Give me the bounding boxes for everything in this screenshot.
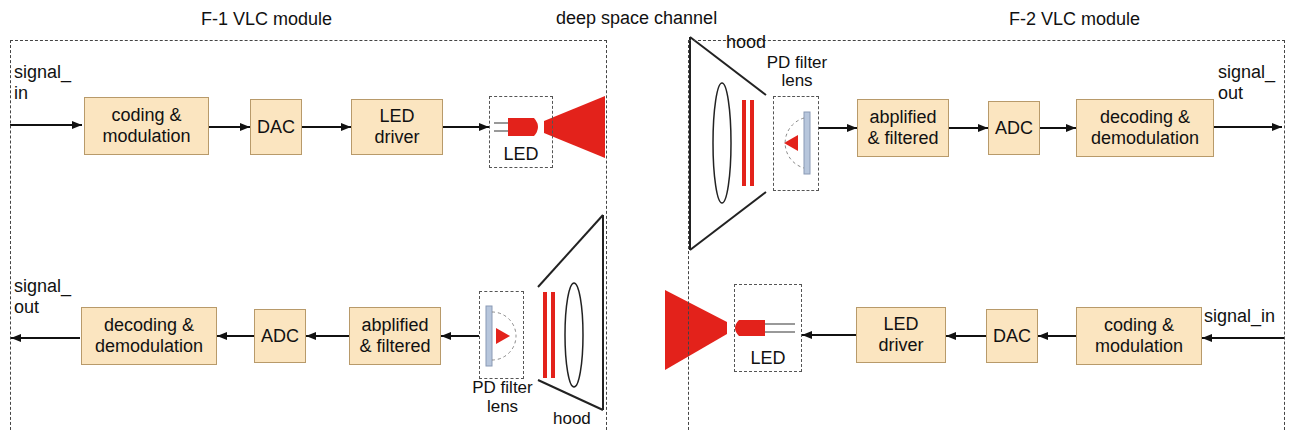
box-label: LED driver xyxy=(861,314,941,355)
box-label: coding & modulation xyxy=(89,105,204,146)
box-label: DAC xyxy=(993,326,1031,347)
signal-arrow xyxy=(10,124,82,126)
signal-connector xyxy=(441,335,479,337)
component-label: LED xyxy=(490,144,552,165)
process-box: coding & modulation xyxy=(1076,307,1202,365)
module-region: F-2 VLC modulePD filter lensabplified & … xyxy=(688,40,1285,430)
process-box: ADC xyxy=(254,309,306,363)
signal-label: signal_ out xyxy=(1218,62,1282,103)
process-box: LED driver xyxy=(856,307,946,363)
signal-connector xyxy=(302,126,351,128)
process-box: DAC xyxy=(986,309,1038,363)
box-label: decoding & demodulation xyxy=(86,315,212,356)
process-box: ADC xyxy=(988,101,1040,155)
module-title: F-1 VLC module xyxy=(201,9,332,30)
signal-arrow xyxy=(11,337,80,339)
photodiode-box: PD filter lens xyxy=(773,96,819,191)
signal-connector xyxy=(1040,127,1076,129)
box-label: LED driver xyxy=(356,106,438,147)
process-box: decoding & demodulation xyxy=(81,307,217,365)
signal-connector xyxy=(306,335,349,337)
signal-label: signal_in xyxy=(1204,306,1275,327)
module-title: F-2 VLC module xyxy=(1009,9,1140,30)
part-label: hood xyxy=(553,409,591,429)
part-label: hood xyxy=(726,32,766,53)
box-label: ADC xyxy=(261,326,299,347)
signal-connector xyxy=(819,127,857,129)
box-label: coding & modulation xyxy=(1081,315,1197,356)
box-label: abplified & filtered xyxy=(862,107,944,148)
box-label: abplified & filtered xyxy=(354,315,436,356)
signal-connector xyxy=(802,334,856,336)
process-box: coding & modulation xyxy=(84,97,209,155)
component-label: PD filter lens xyxy=(755,54,839,91)
signal-label: signal_ out xyxy=(14,276,76,317)
box-label: DAC xyxy=(257,117,295,138)
led-box: LED xyxy=(734,284,802,372)
signal-connector xyxy=(949,127,988,129)
signal-connector xyxy=(209,126,250,128)
module-region: F-1 VLC modulecoding & modulationDACLED … xyxy=(10,40,607,430)
component-label: LED xyxy=(735,348,801,369)
process-box: abplified & filtered xyxy=(857,99,949,157)
signal-connector xyxy=(217,335,254,337)
signal-label: signal_ in xyxy=(14,62,76,103)
component-label: PD filter lens xyxy=(461,379,545,416)
process-box: decoding & demodulation xyxy=(1076,99,1214,157)
signal-connector xyxy=(443,126,489,128)
process-box: DAC xyxy=(250,99,302,155)
signal-arrow xyxy=(1202,337,1284,339)
box-label: decoding & demodulation xyxy=(1081,107,1209,148)
signal-arrow xyxy=(1213,126,1282,128)
signal-connector xyxy=(1038,335,1076,337)
process-box: LED driver xyxy=(351,99,443,155)
photodiode-box: PD filter lens xyxy=(479,291,524,379)
led-box: LED xyxy=(489,96,553,168)
part-label: deep space channel xyxy=(556,8,717,29)
signal-connector xyxy=(946,335,986,337)
box-label: ADC xyxy=(995,118,1033,139)
process-box: abplified & filtered xyxy=(349,307,441,365)
